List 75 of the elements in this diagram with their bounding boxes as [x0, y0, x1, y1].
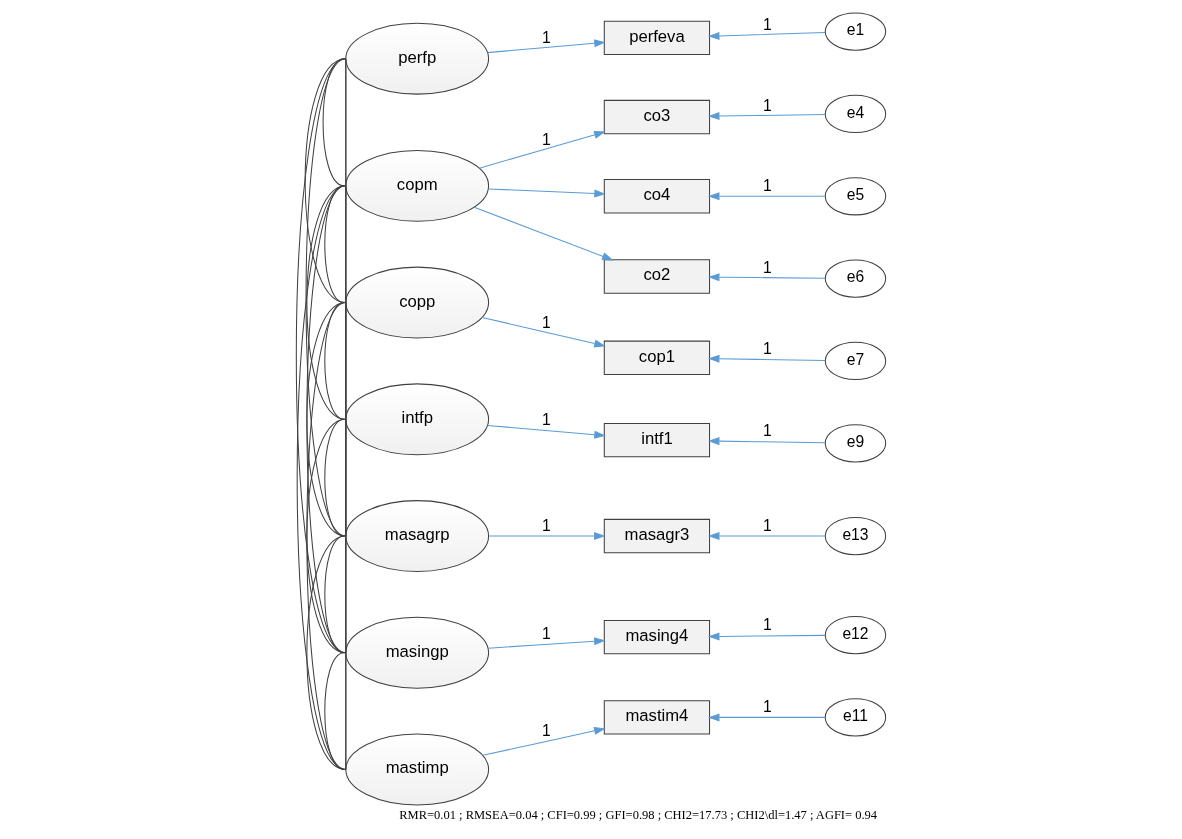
node-box: co4	[603, 178, 711, 213]
node-ellipse: masagrp	[345, 499, 490, 572]
arrow	[487, 636, 606, 649]
node-ellipse: perfp	[345, 22, 490, 95]
connector	[345, 57, 347, 770]
node-box: co3	[603, 99, 711, 134]
edge-label: 1	[542, 130, 551, 148]
connector	[296, 184, 347, 770]
edge-label: 1	[542, 721, 551, 739]
node-ellipse: e12	[824, 615, 887, 654]
connector	[306, 184, 347, 653]
node-ellipse: mastimp	[345, 733, 490, 805]
connector	[306, 535, 347, 770]
arrow	[488, 187, 606, 198]
connector	[306, 301, 347, 537]
connector	[306, 301, 347, 770]
node-ellipse: intfp	[345, 382, 490, 455]
arrow	[487, 424, 606, 439]
arrow	[482, 726, 606, 756]
edge-label: 1	[763, 258, 772, 276]
arrow	[708, 272, 826, 281]
arrow	[708, 531, 826, 540]
edge-label: 1	[542, 28, 551, 46]
node-box: perfeva	[603, 20, 711, 55]
arrow	[708, 111, 826, 120]
connector	[324, 535, 345, 653]
connector	[322, 57, 345, 186]
arrow	[488, 531, 606, 540]
arrow	[481, 316, 606, 347]
edge-label: 1	[763, 339, 772, 357]
connector	[324, 184, 345, 303]
node-ellipse: masingp	[345, 616, 490, 689]
node-box: co2	[603, 258, 711, 294]
node-box: mastim4	[603, 699, 711, 735]
connector	[305, 57, 347, 537]
arrow	[487, 38, 606, 53]
node-ellipse: e7	[824, 341, 887, 380]
node-ellipse: e11	[824, 697, 887, 737]
node-ellipse: e5	[824, 176, 887, 215]
arrow	[708, 712, 826, 721]
arrow	[708, 436, 826, 445]
edge-label: 1	[542, 516, 551, 534]
connector	[306, 184, 347, 420]
edge-label: 1	[763, 697, 772, 715]
node-box: cop1	[603, 340, 711, 375]
node-ellipse: e4	[824, 94, 887, 133]
connector	[295, 57, 347, 653]
edge-label: 1	[763, 516, 772, 534]
connector	[345, 418, 347, 770]
edge-label: 1	[763, 421, 772, 439]
edge-label: 1	[542, 313, 551, 331]
node-ellipse: e13	[824, 516, 887, 555]
node-ellipse: e9	[824, 423, 887, 462]
arrow	[478, 130, 606, 169]
arrow	[708, 31, 826, 40]
arrow	[708, 631, 826, 640]
edge-label: 1	[542, 624, 551, 642]
node-ellipse: copm	[345, 149, 490, 222]
node-ellipse: e1	[824, 11, 887, 51]
arrow	[708, 354, 826, 363]
edge-label: 1	[763, 615, 772, 633]
caption: RMR=0.01 ; RMSEA=0.04 ; CFI=0.99 ; GFI=0.98 ; CHI2=17.73 ; CHI2\dl=1.47 ; AGFI= 0.94	[399, 807, 878, 822]
edge-label: 1	[542, 410, 551, 428]
connector	[324, 651, 345, 770]
edge-label: 1	[763, 15, 772, 33]
node-box: masing4	[603, 619, 711, 654]
node-box: intf1	[603, 422, 711, 457]
edge-label: 1	[763, 176, 772, 194]
edge-label: 1	[763, 96, 772, 114]
arrow	[473, 206, 614, 260]
arrow	[708, 191, 826, 200]
node-box: masagr3	[603, 518, 711, 553]
connector	[306, 418, 347, 653]
node-ellipse: e6	[824, 258, 887, 298]
node-ellipse: copp	[345, 266, 490, 339]
